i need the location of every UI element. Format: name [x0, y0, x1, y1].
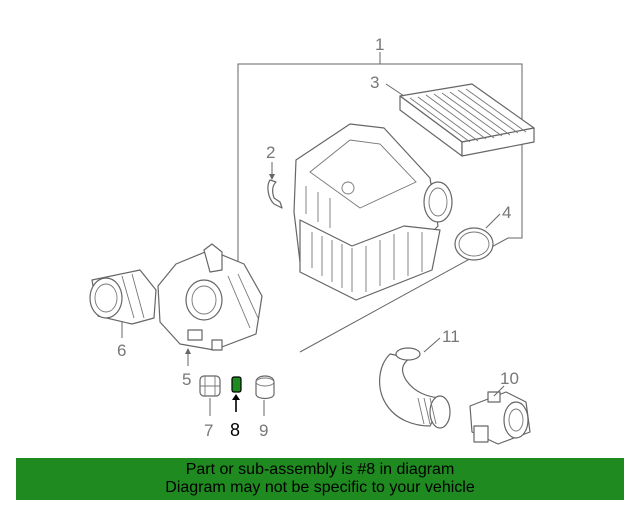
- callout-6: 6: [117, 341, 126, 360]
- callout-9: 9: [259, 421, 268, 440]
- leader-10: [493, 385, 505, 397]
- callout-2: 2: [266, 143, 275, 162]
- leader-3: [385, 83, 405, 97]
- callout-4: 4: [502, 203, 511, 222]
- intake-hose: [379, 347, 451, 429]
- air-cleaner-housing: [293, 123, 453, 301]
- leader-5-arrow: [185, 348, 191, 354]
- leader-2-arrow: [269, 174, 275, 180]
- callout-11: 11: [442, 327, 460, 346]
- callout-8: 8: [230, 420, 240, 440]
- callout-3: 3: [370, 73, 379, 92]
- leader-11: [423, 337, 441, 353]
- notice-banner: Part or sub-assembly is #8 in diagram Di…: [16, 458, 624, 500]
- intake-duct: [89, 269, 157, 325]
- lower-housing: [157, 243, 263, 351]
- callout-10: 10: [500, 369, 519, 388]
- seal-ring: [454, 227, 494, 261]
- air-filter-element: [399, 83, 535, 157]
- leader-4: [485, 213, 501, 229]
- air-flow-sensor: [469, 391, 531, 445]
- grommet: [199, 375, 221, 397]
- clip: [267, 179, 283, 209]
- highlighted-part-8: [231, 376, 242, 393]
- banner-line-1: Part or sub-assembly is #8 in diagram: [185, 461, 455, 478]
- leader-8-arrow: [232, 394, 240, 400]
- callout-1: 1: [375, 35, 384, 54]
- callout-5: 5: [182, 370, 191, 389]
- cap: [255, 375, 275, 400]
- banner-line-2: Diagram may not be specific to your vehi…: [165, 479, 475, 496]
- callout-7: 7: [204, 421, 213, 440]
